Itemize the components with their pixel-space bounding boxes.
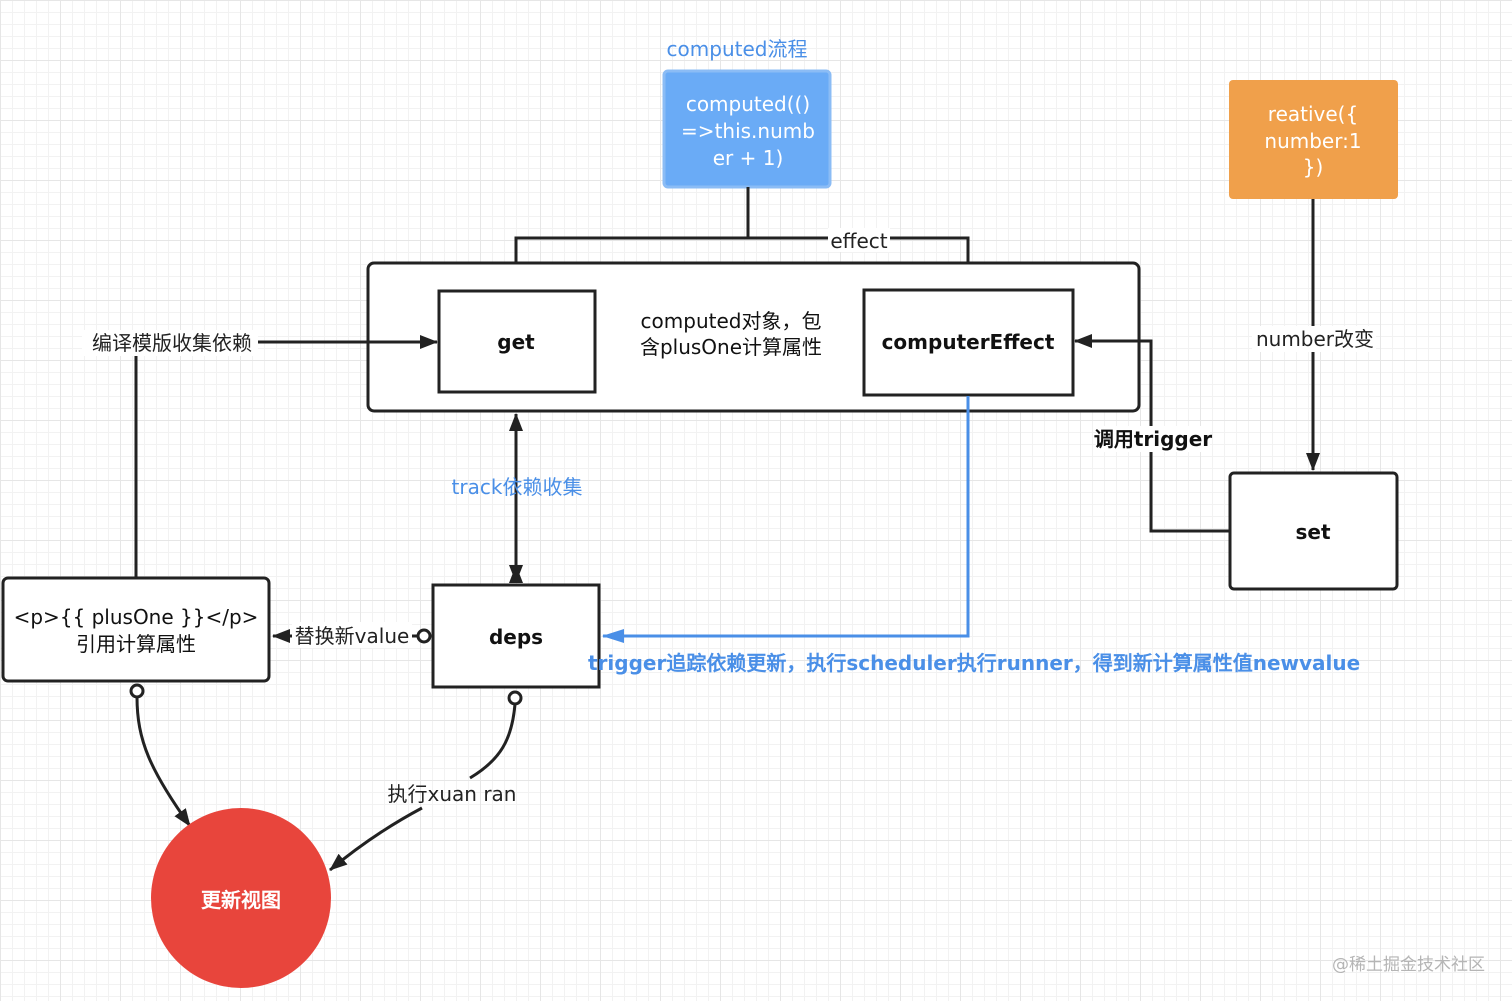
node-line: }) bbox=[1303, 155, 1324, 179]
replace-value-edge bbox=[272, 622, 432, 648]
track-label: track依赖收集 bbox=[452, 475, 583, 499]
set-node[interactable]: set bbox=[1228, 471, 1399, 591]
template-line: 引用计算属性 bbox=[76, 632, 196, 656]
template-line: <p>{{ plusOne }}</p> bbox=[14, 605, 259, 629]
computer-effect-label: computerEffect bbox=[882, 330, 1055, 354]
node-line: er + 1) bbox=[713, 146, 784, 170]
trigger-edge bbox=[602, 396, 970, 643]
render-label: 执行xuan ran bbox=[388, 782, 517, 806]
replace-value-label: 替换新value bbox=[295, 624, 410, 648]
trigger-description: trigger追踪依赖更新，执行scheduler执行runner，得到新计算属… bbox=[588, 651, 1360, 675]
node-line: computed(() bbox=[686, 92, 810, 116]
render-edge bbox=[330, 703, 517, 870]
node-line: =>this.numb bbox=[681, 119, 815, 143]
template-update-edge bbox=[135, 696, 192, 827]
computed-function-node[interactable]: computed(() =>this.numb er + 1) bbox=[662, 69, 832, 189]
deps-node[interactable]: deps bbox=[431, 583, 601, 689]
watermark: @稀土掘金技术社区 bbox=[1332, 955, 1485, 975]
get-label: get bbox=[497, 330, 535, 354]
template-node[interactable]: <p>{{ plusOne }}</p> 引用计算属性 bbox=[1, 576, 271, 683]
diagram-title: computed流程 bbox=[667, 37, 808, 61]
node-line: number:1 bbox=[1264, 129, 1361, 153]
reactive-node[interactable]: reative({ number:1 }) bbox=[1229, 80, 1398, 199]
effect-label: effect bbox=[830, 229, 887, 253]
node-line: reative({ bbox=[1268, 102, 1358, 126]
container-line: 含plusOne计算属性 bbox=[640, 335, 822, 359]
computer-effect-node[interactable]: computerEffect bbox=[862, 288, 1075, 397]
container-line: computed对象，包 bbox=[641, 309, 822, 333]
update-view-node[interactable]: 更新视图 bbox=[151, 808, 331, 988]
set-label: set bbox=[1295, 520, 1330, 544]
get-node[interactable]: get bbox=[437, 289, 597, 394]
call-trigger-label: 调用trigger bbox=[1094, 427, 1212, 451]
deps-label: deps bbox=[489, 625, 543, 649]
number-change-label: number改变 bbox=[1256, 327, 1374, 351]
compile-label: 编译模版收集依赖 bbox=[92, 331, 252, 355]
update-view-label: 更新视图 bbox=[201, 888, 281, 912]
